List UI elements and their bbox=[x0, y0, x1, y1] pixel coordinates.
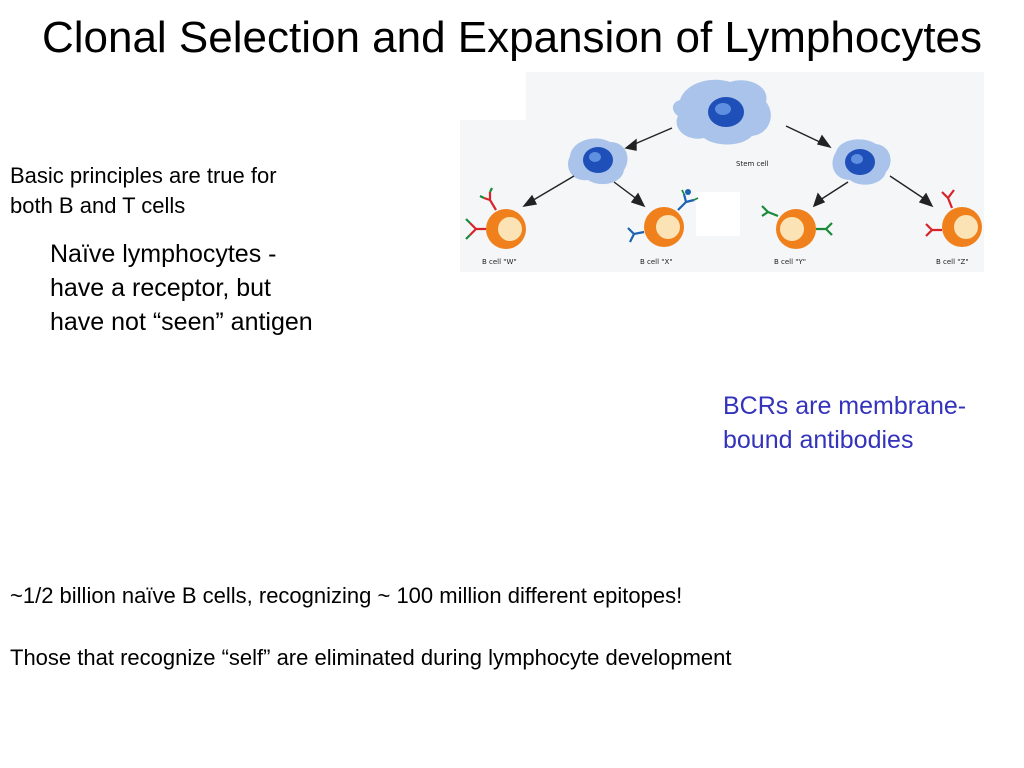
naive-line-1: Naïve lymphocytes - bbox=[50, 240, 277, 268]
receptor-y bbox=[761, 205, 833, 236]
antigen-x bbox=[685, 189, 691, 195]
b-cell-x-label: B cell "X" bbox=[640, 258, 673, 266]
receptor-x bbox=[627, 193, 695, 243]
arrow-stem-to-right bbox=[785, 125, 825, 145]
clonal-selection-diagram: Stem cell bbox=[460, 72, 984, 272]
arrow-stem-to-left bbox=[629, 127, 673, 147]
b-cell-w bbox=[465, 187, 526, 249]
progenitor-nucleus-left-highlight bbox=[589, 152, 601, 162]
b-cell-z-label: B cell "Z" bbox=[936, 258, 969, 266]
b-cell-y bbox=[761, 205, 833, 249]
arrow-left-to-x-head bbox=[630, 192, 646, 208]
arrow-right-to-z-head bbox=[918, 192, 934, 208]
principles-note: Basic principles are true for both B and… bbox=[10, 161, 277, 221]
arrow-right-to-z bbox=[889, 175, 927, 201]
bcr-note: BCRs are membrane- bound antibodies bbox=[723, 389, 966, 457]
figure-blank-corner bbox=[460, 72, 526, 120]
b-cell-y-label: B cell "Y" bbox=[774, 258, 806, 266]
principles-line-2: both B and T cells bbox=[10, 193, 186, 218]
bcr-line-2: bound antibodies bbox=[723, 426, 914, 454]
clonal-selection-figure: Stem cell bbox=[460, 72, 984, 272]
figure-blank-patch bbox=[696, 192, 740, 236]
b-cell-x bbox=[627, 189, 699, 247]
arrow-left-to-x bbox=[613, 181, 639, 201]
receptor-z bbox=[925, 189, 955, 237]
slide-title: Clonal Selection and Expansion of Lympho… bbox=[41, 13, 983, 62]
b-cell-w-label: B cell "W" bbox=[482, 258, 517, 266]
principles-line-1: Basic principles are true for bbox=[10, 163, 277, 188]
naive-line-3: have not “seen” antigen bbox=[50, 308, 313, 336]
arrow-stem-to-right-head bbox=[816, 134, 832, 149]
stem-cell-nucleus-highlight bbox=[715, 103, 731, 115]
progenitor-nucleus-right-highlight bbox=[851, 154, 863, 164]
receptor-w bbox=[469, 192, 497, 236]
self-elimination-fact: Those that recognize “self” are eliminat… bbox=[10, 645, 732, 670]
bcr-line-1: BCRs are membrane- bbox=[723, 392, 967, 420]
naive-lymphocytes-note: Naïve lymphocytes - have a receptor, but… bbox=[50, 237, 313, 339]
epitope-fact: ~1/2 billion naïve B cells, recognizing … bbox=[10, 583, 683, 608]
naive-line-2: have a receptor, but bbox=[50, 274, 271, 302]
arrow-left-to-w-head bbox=[522, 194, 538, 207]
arrow-right-to-y bbox=[819, 181, 849, 201]
b-cell-z bbox=[925, 189, 982, 247]
arrow-stem-to-left-head bbox=[624, 138, 637, 151]
arrow-right-to-y-head bbox=[812, 192, 826, 208]
arrow-left-to-w bbox=[529, 175, 575, 203]
stem-cell-label: Stem cell bbox=[736, 160, 769, 168]
